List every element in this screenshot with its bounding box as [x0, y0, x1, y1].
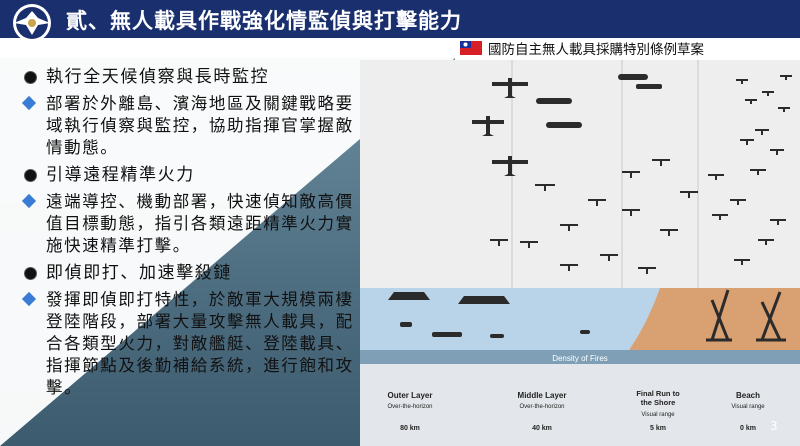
shore-launchers [706, 289, 786, 342]
layer-middle-sub: Over-the-horizon [519, 404, 564, 410]
header-bar: 貳、無人載具作戰強化情監偵與打擊能力 [0, 0, 800, 42]
layer-final-sub: Visual range [641, 412, 675, 418]
density-label: Density of Fires [552, 354, 608, 363]
beach-area [622, 288, 800, 360]
layer-outer-name: Outer Layer [388, 391, 433, 400]
layer-outer-distance: 80 km [400, 425, 420, 432]
layer-outer-sub: Over-the-horizon [387, 404, 432, 410]
bullet-item: 引導遠程精準火力 [22, 164, 362, 186]
layered-defense-illustration: Density of Fires [360, 60, 800, 446]
boats [388, 292, 590, 338]
bullet-item: 即偵即打、加速擊殺鏈 [22, 262, 362, 284]
emblem-icon [13, 4, 51, 42]
layer-beach-name: Beach [736, 391, 760, 400]
bullet-item: 遠端導控、機動部署，快速偵知敵高價值目標動態，指引各類遠距精準火力實施快速精準打… [22, 191, 362, 257]
bullet-item: 執行全天候偵察與長時監控 [22, 66, 362, 88]
density-band [360, 350, 800, 364]
layer-beach-distance: 0 km [740, 425, 756, 432]
bullet-list: 執行全天候偵察與長時監控 部署於外離島、濱海地區及關鍵戰略要域執行偵察與監控，協… [22, 66, 362, 404]
bullet-item: 部署於外離島、濱海地區及關鍵戰略要域執行偵察與監控，協助指揮官掌握敵情動態。 [22, 93, 362, 159]
subtitle-text: 國防自主無人載具採購特別條例草案 [488, 42, 704, 58]
fixed-wing-drones [472, 74, 662, 176]
page-title: 貳、無人載具作戰強化情監偵與打擊能力 [66, 9, 462, 33]
flag-icon [460, 41, 482, 55]
layer-final-distance: 5 km [650, 425, 666, 432]
layer-labels: Outer Layer Over-the-horizon 80 km Middl… [387, 389, 765, 432]
quadcopter-swarm [490, 75, 792, 274]
layer-middle-distance: 40 km [532, 425, 552, 432]
layer-beach-sub: Visual range [731, 404, 765, 410]
layer-middle-name: Middle Layer [518, 391, 567, 400]
page-number: 3 [770, 419, 778, 433]
document-subtitle: 國防自主無人載具採購特別條例草案 [460, 38, 704, 58]
bullet-item: 發揮即偵即打特性，於敵軍大規模兩棲登陸階段，部署大量攻擊無人載具，配合各類型火力… [22, 289, 362, 399]
